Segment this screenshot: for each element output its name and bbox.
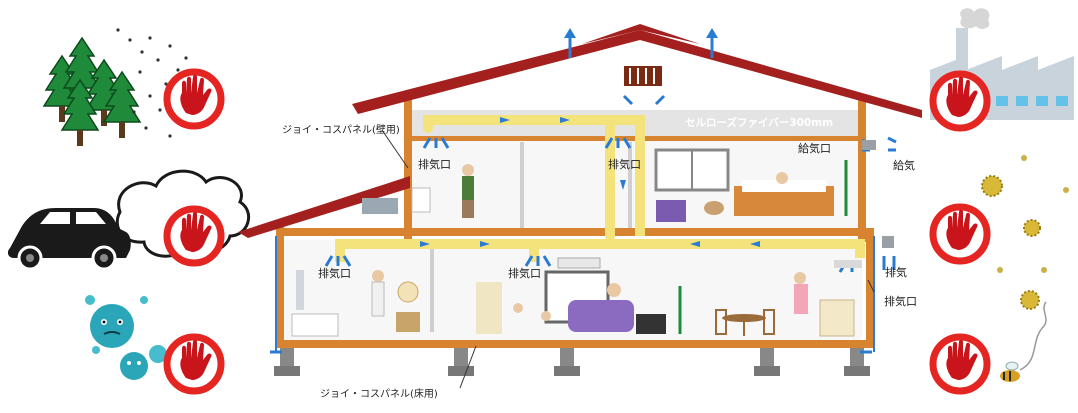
cellulose-label: セルローズファイバー300mm	[685, 117, 834, 129]
supply-port-label: 給気口	[798, 142, 831, 155]
exhaust-hood	[882, 236, 894, 248]
leader-lines	[381, 129, 875, 389]
exhaust-port-label-2f-left: 排気口	[418, 158, 451, 171]
ventilation-ducts	[335, 115, 865, 262]
pollen-icon	[981, 155, 1069, 310]
wall-panel-label: ジョイ・コスパネル(壁用)	[282, 125, 400, 136]
stop-hand-icon	[167, 72, 221, 126]
mold-virus-icon	[85, 295, 167, 380]
house-cross-section	[238, 24, 922, 376]
exhaust-port-label-1f-left: 排気口	[318, 267, 351, 280]
exhaust-port-label-1f-mid: 排気口	[508, 267, 541, 280]
supply-hood	[862, 140, 876, 150]
lean-to-roof	[238, 176, 410, 238]
floor-panel-label: ジョイ・コスパネル(床用)	[320, 389, 438, 400]
insect-icon	[1000, 301, 1047, 382]
stop-hand-icon	[933, 207, 987, 261]
exhaust-port-label-2f-mid: 排気口	[608, 158, 641, 171]
ridge-vent	[624, 66, 662, 86]
stop-hand-icon	[167, 209, 221, 263]
exhaust-air-label: 排気	[885, 266, 907, 279]
interior-furniture	[291, 148, 855, 337]
supply-air-label: 給気	[893, 159, 915, 172]
exhaust-unit	[834, 260, 862, 268]
stop-hand-icon	[933, 74, 987, 128]
stop-hand-icon	[167, 337, 221, 391]
exhaust-port-label-1f-right: 排気口	[884, 295, 917, 308]
stop-hand-icon	[933, 337, 987, 391]
